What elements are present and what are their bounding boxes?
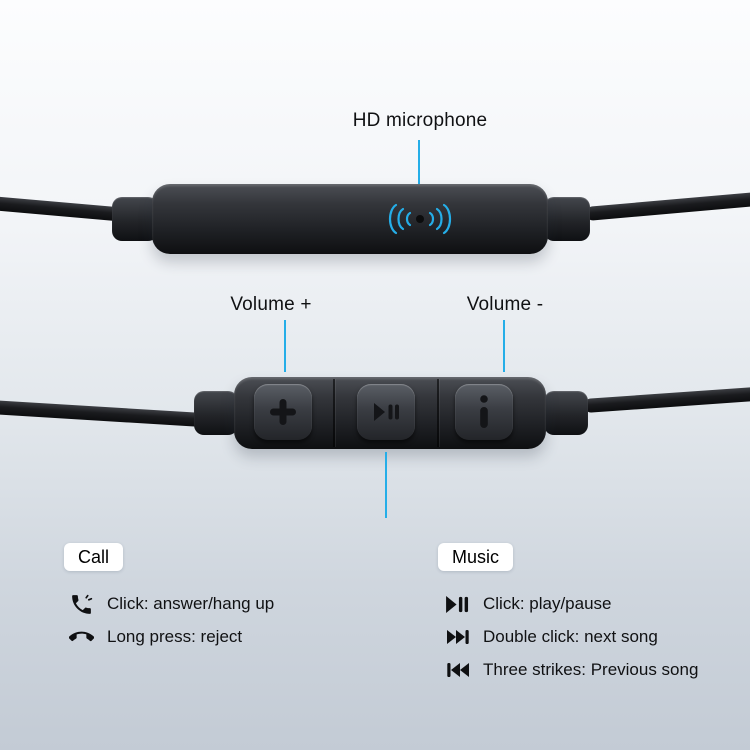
play-pause-icon — [444, 595, 471, 614]
previous-track-icon — [444, 662, 471, 678]
next-track-icon — [444, 629, 471, 645]
list-item: Three strikes: Previous song — [444, 657, 698, 683]
legend-text: Click: play/pause — [483, 594, 612, 613]
music-title: Music — [438, 543, 514, 571]
volume-up-button — [254, 384, 312, 440]
cable-left-mid — [0, 400, 203, 427]
remote-body-mic — [152, 184, 548, 254]
music-legend: Click: play/pause Double click: next son… — [444, 591, 698, 683]
play-pause-icon — [374, 403, 399, 421]
list-item: Click: answer/hang up — [68, 591, 274, 617]
list-item: Long press: reject — [68, 624, 274, 650]
phone-answer-icon — [68, 592, 95, 617]
list-item: Click: play/pause — [444, 591, 698, 617]
body-separator-right — [437, 379, 439, 447]
volume-down-button — [455, 384, 513, 440]
plus-icon — [270, 399, 296, 425]
phone-reject-icon — [68, 625, 95, 650]
connector-left-mid — [194, 391, 238, 435]
play-pause-callout-line — [385, 452, 387, 518]
connector-right-top — [544, 197, 590, 241]
legend-text: Double click: next song — [483, 627, 658, 646]
volume-up-callout-line — [284, 320, 286, 372]
legend-text: Three strikes: Previous song — [483, 660, 699, 679]
cable-right-top — [585, 191, 750, 221]
list-item: Double click: next song — [444, 624, 698, 650]
mic-callout-line — [418, 140, 420, 200]
legend-text: Click: answer/hang up — [107, 594, 275, 613]
call-legend: Click: answer/hang up Long press: reject — [68, 591, 274, 650]
connector-right-mid — [544, 391, 588, 435]
microphone-soundwave-icon — [388, 203, 452, 235]
legend-text: Long press: reject — [107, 627, 243, 646]
hd-microphone-label: HD microphone — [352, 110, 488, 131]
volume-up-label: Volume + — [230, 294, 312, 315]
volume-down-label: Volume - — [466, 294, 544, 315]
call-title: Call — [64, 543, 124, 571]
body-separator-left — [333, 379, 335, 447]
play-pause-button — [357, 384, 415, 440]
minus-icon — [480, 395, 488, 428]
connector-left-top — [112, 197, 158, 241]
cable-right-mid — [583, 386, 750, 413]
volume-down-callout-line — [503, 320, 505, 372]
